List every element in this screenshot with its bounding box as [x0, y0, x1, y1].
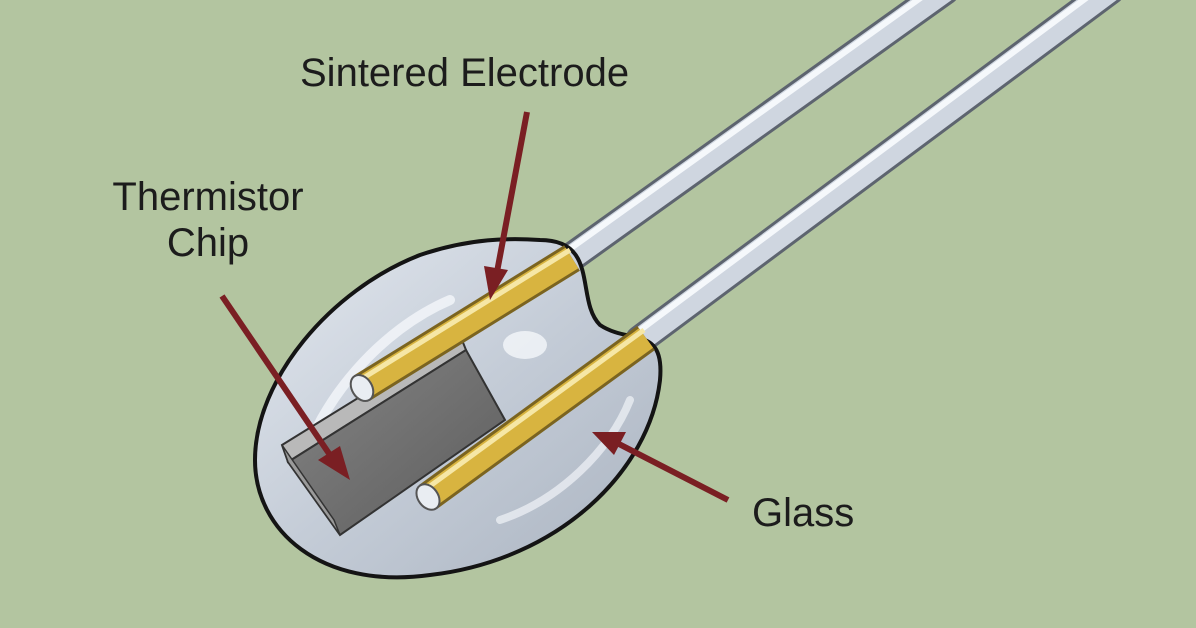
- arrow-chip: [219, 294, 350, 480]
- label-glass: Glass: [752, 491, 855, 535]
- sintered-electrode-upper: [349, 245, 580, 403]
- label-sintered-electrode: Sintered Electrode: [300, 51, 630, 95]
- sintered-electrode-lower: [415, 325, 655, 511]
- label-thermistor-chip: Thermistor Chip: [88, 174, 328, 266]
- lead-wire-lower: [625, 0, 1122, 355]
- label-thermistor-chip-line2: Chip: [166, 221, 250, 265]
- arrow-electrode: [484, 111, 530, 300]
- arrow-glass: [592, 432, 730, 503]
- label-thermistor-chip-line1: Thermistor: [112, 175, 304, 219]
- lead-wire-upper: [550, 0, 957, 277]
